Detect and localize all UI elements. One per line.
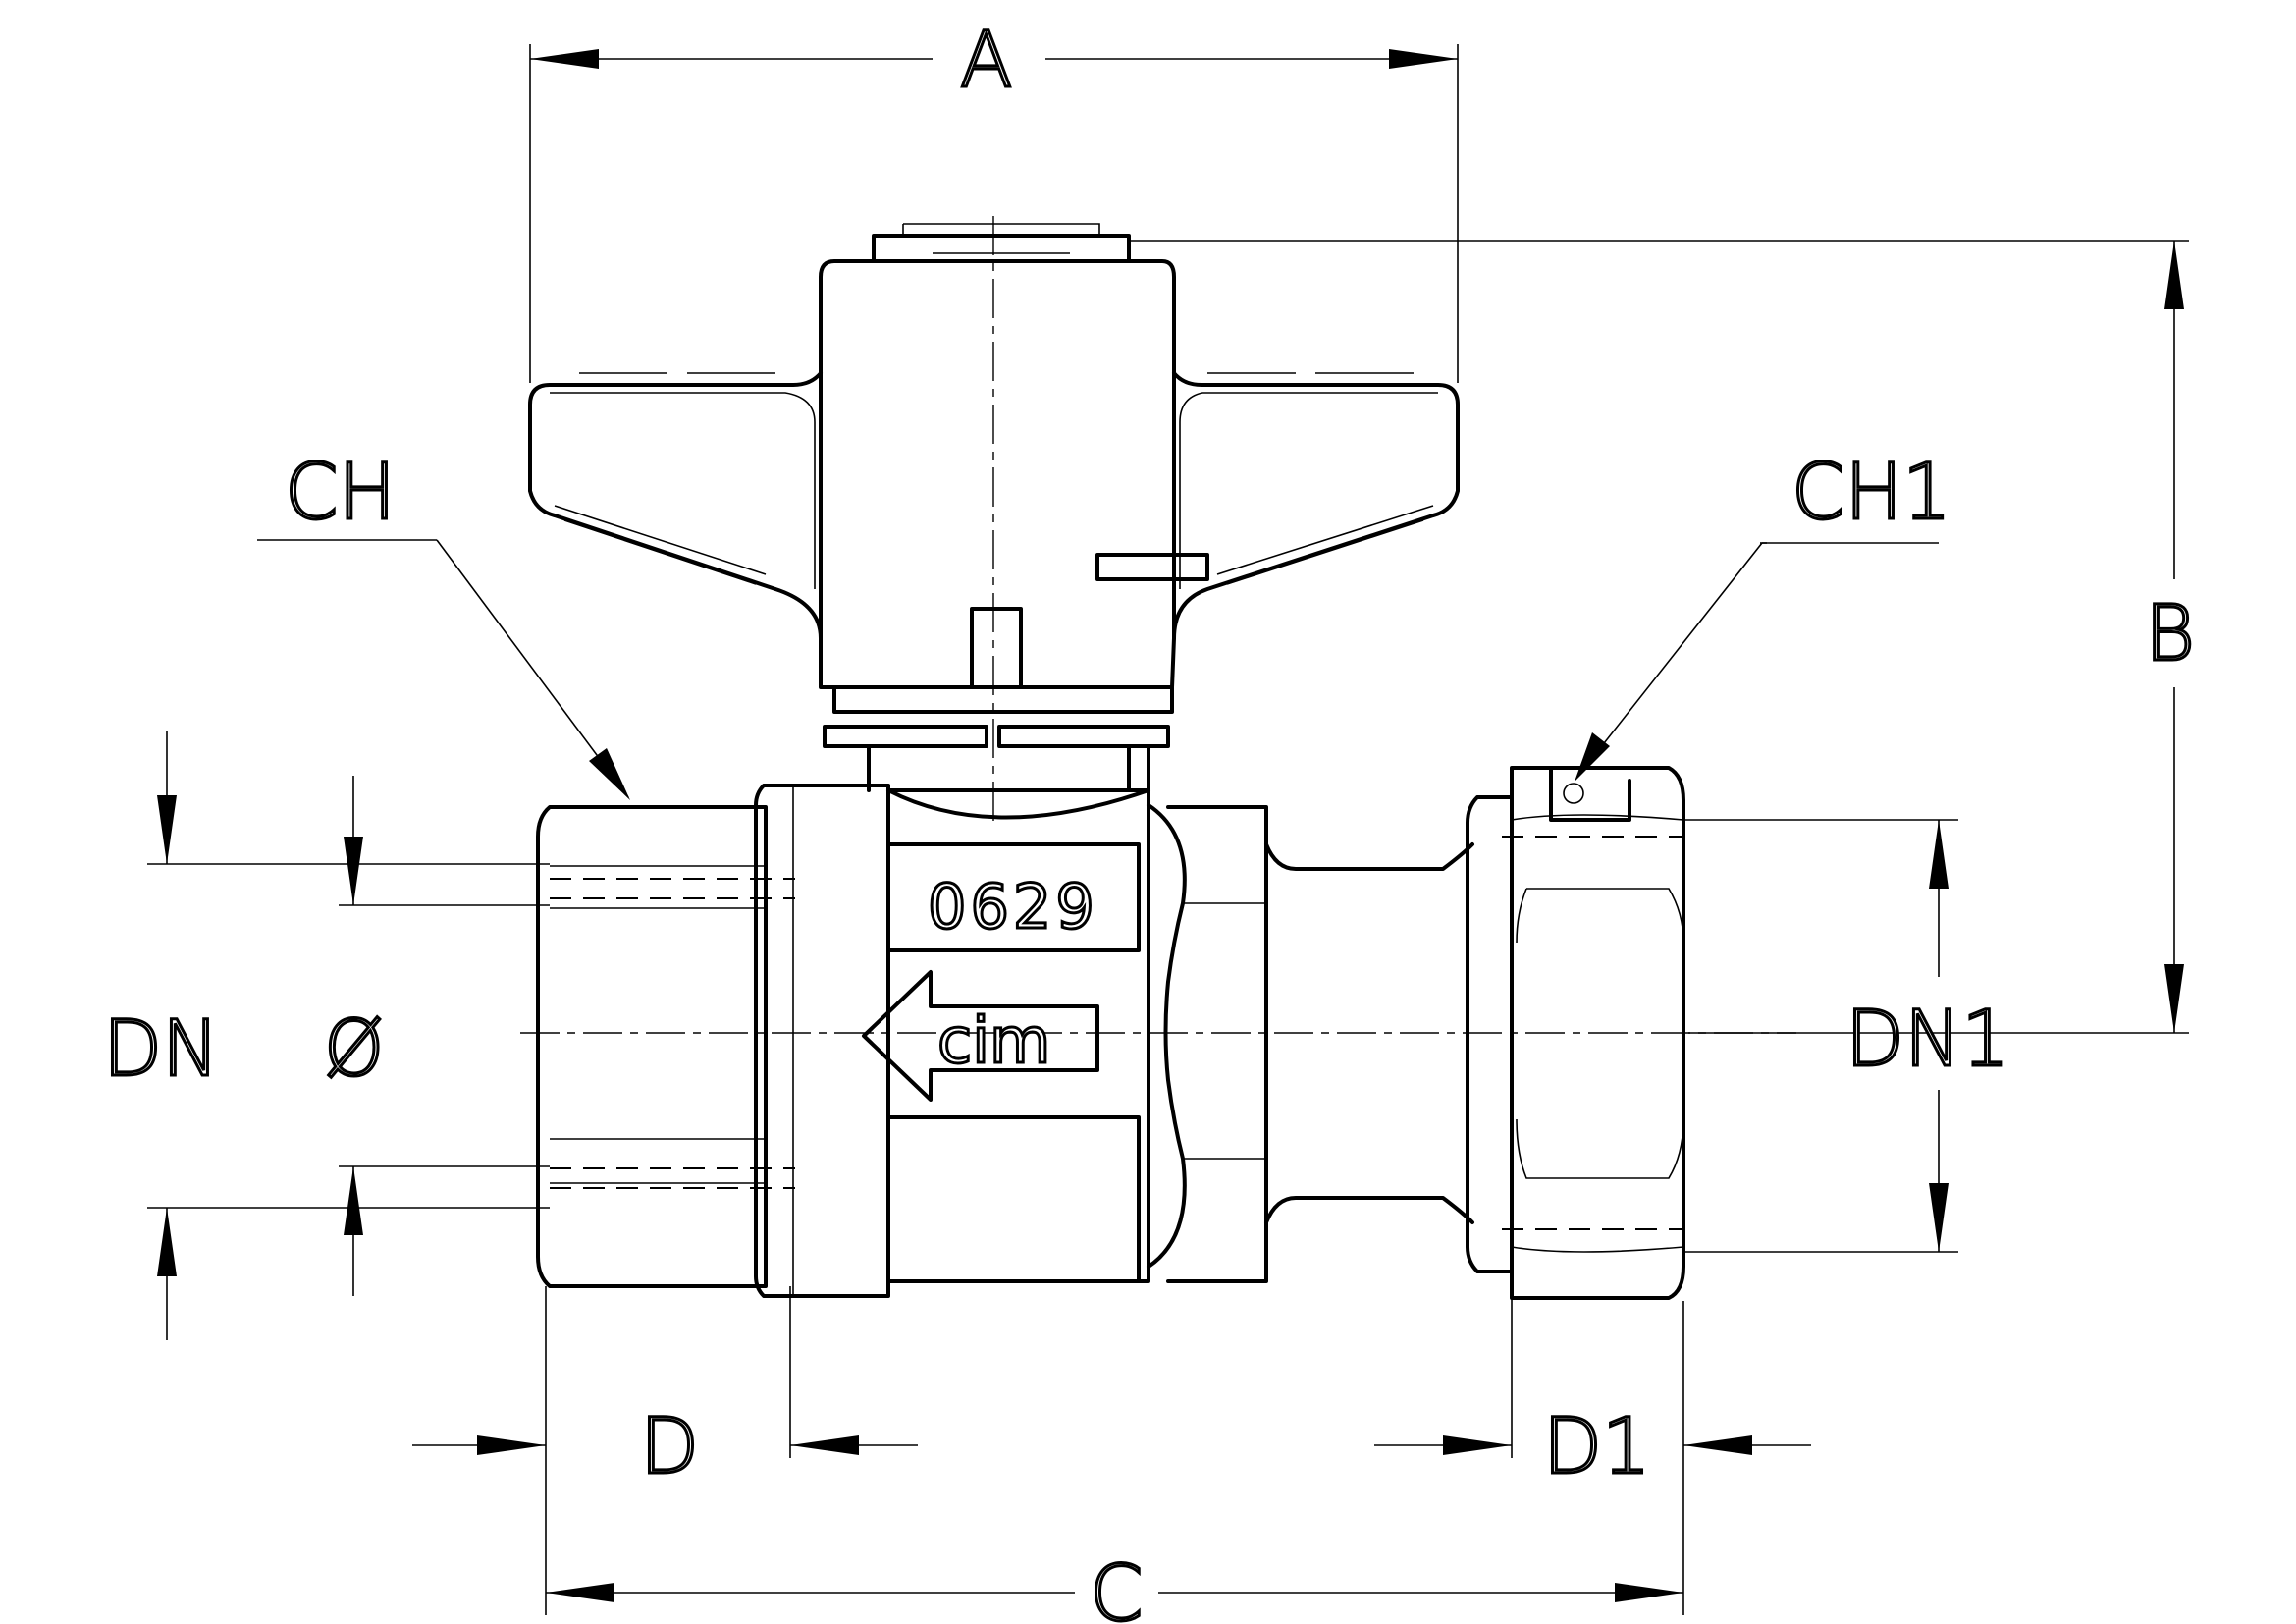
body-number-marking: 0629 — [928, 871, 1098, 943]
union-nut — [1466, 766, 1685, 1300]
hidden-thread-lines — [550, 836, 1683, 1230]
label-d: D — [640, 1403, 699, 1491]
leader-ch — [257, 539, 630, 800]
label-dn: DN — [103, 1005, 219, 1094]
dimension-diameter — [339, 776, 550, 1296]
butterfly-handle — [528, 223, 1460, 714]
brand-logo-text: cim — [937, 1005, 1050, 1078]
valve-body — [536, 784, 1474, 1298]
center-lines — [520, 216, 1796, 1034]
label-dn1: DN1 — [1845, 996, 2010, 1084]
label-b: B — [2145, 590, 2195, 678]
label-ch1: CH1 — [1791, 449, 1951, 537]
label-a: A — [960, 17, 1012, 105]
dimension-d — [412, 1286, 918, 1458]
dimension-c — [545, 1286, 1684, 1615]
stem-collar — [823, 725, 1170, 792]
label-diameter: Ø — [324, 1005, 384, 1094]
dimension-b — [1129, 240, 2189, 1034]
dimension-a — [529, 44, 1459, 383]
dimension-d1 — [1374, 1298, 1811, 1458]
dimension-dn1 — [1683, 819, 1958, 1253]
label-d1: D1 — [1543, 1403, 1651, 1491]
label-ch: CH — [285, 449, 396, 537]
leader-ch1 — [1575, 542, 1939, 782]
flow-direction-arrow — [862, 970, 1099, 1102]
label-c: C — [1090, 1550, 1143, 1624]
